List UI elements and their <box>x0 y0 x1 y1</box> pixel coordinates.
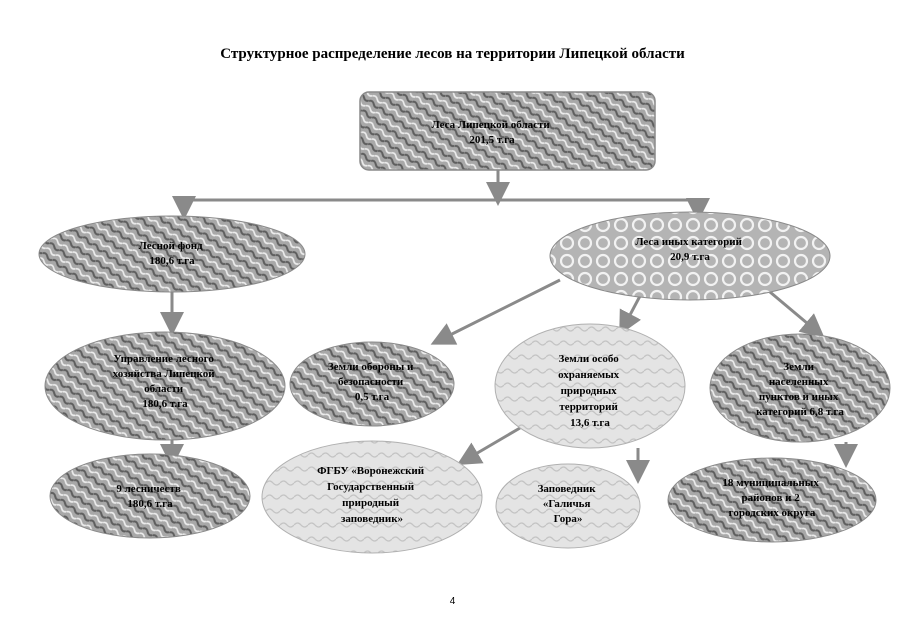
node-municipal-line-1: 18 муниципальных <box>722 477 819 489</box>
node-management <box>44 331 286 441</box>
node-settlements-line-4: категорий 6,8 т.га <box>756 406 844 418</box>
node-voronezh-reserve-line-2: Государственный <box>327 481 415 493</box>
node-forest-fund-label: Лесной фонд 180,6 т.га <box>139 240 206 267</box>
node-root-line-1: Леса Липецкой области <box>431 119 550 131</box>
node-defense <box>289 341 455 427</box>
node-management-label: Управление лесного хозяйства Липецкой об… <box>113 353 218 410</box>
page-title: Структурное распределение лесов на терри… <box>220 46 685 62</box>
connector-other-to-defense <box>430 278 561 345</box>
node-galichya-gora-line-1: Заповедник <box>538 483 597 495</box>
node-forestries <box>49 453 251 539</box>
node-settlements-line-3: пунктов и иных <box>759 391 839 403</box>
node-protected-label: Земли особо охраняемых природных террито… <box>558 353 622 429</box>
connector-other-to-protected <box>619 295 642 336</box>
node-forestries-line-1: 9 лесничеств <box>116 483 181 495</box>
node-municipal-label: 18 муниципальных районов и 2 городских о… <box>722 477 821 519</box>
node-settlements-label: Земли населенных пунктов и иных категори… <box>756 361 844 418</box>
node-root-label: Леса Липецкой области 201,5 т.га <box>431 119 552 146</box>
node-settlements-line-2: населенных <box>769 376 829 388</box>
node-protected-line-2: охраняемых <box>558 369 620 381</box>
node-defense-line-1: Земли обороны и <box>328 361 414 373</box>
node-protected-line-5: 13,6 т.га <box>570 417 610 429</box>
node-galichya-gora-line-3: Гора» <box>554 513 583 525</box>
node-protected-line-1: Земли особо <box>559 353 620 365</box>
node-defense-line-2: безопасности <box>338 376 404 388</box>
node-protected-line-3: природных <box>561 385 618 397</box>
node-forestries-line-2: 180,6 т.га <box>127 498 173 510</box>
node-management-line-2: хозяйства Липецкой <box>113 368 216 380</box>
node-voronezh-reserve-label: ФГБУ «Воронежский Государственный природ… <box>317 465 427 525</box>
node-galichya-gora-line-2: «Галичья <box>543 498 591 510</box>
node-voronezh-reserve-line-4: заповедник» <box>341 513 403 525</box>
node-protected-line-4: территорий <box>559 401 618 413</box>
node-defense-line-3: 0,5 т.га <box>355 391 390 403</box>
node-municipal <box>667 457 877 543</box>
node-other-categories-line-1: Леса иных категорий <box>635 236 742 248</box>
page-number: 4 <box>449 596 456 607</box>
node-voronezh-reserve <box>261 440 483 554</box>
node-root-box <box>359 91 656 171</box>
node-forest-fund <box>38 215 306 293</box>
connector-protected-to-voronezh <box>456 426 521 466</box>
node-galichya-gora-label: Заповедник «Галичья Гора» <box>538 483 599 525</box>
node-forest-fund-line-2: 180,6 т.га <box>149 255 195 267</box>
node-defense-label: Земли обороны и безопасности 0,5 т.га <box>328 361 416 403</box>
node-galichya-gora <box>495 463 641 549</box>
connector-other-to-settlements <box>769 290 825 338</box>
node-protected <box>494 323 686 449</box>
node-management-line-4: 180,6 т.га <box>142 398 188 410</box>
node-other-categories-line-2: 20,9 т.га <box>670 251 710 263</box>
node-voronezh-reserve-line-3: природный <box>342 497 400 509</box>
node-management-line-1: Управление лесного <box>113 353 214 365</box>
node-forest-fund-line-1: Лесной фонд <box>139 240 203 252</box>
node-municipal-line-3: городских округа <box>729 507 816 519</box>
node-other-categories <box>549 211 831 301</box>
node-municipal-line-2: районов и 2 <box>741 492 800 504</box>
node-voronezh-reserve-line-1: ФГБУ «Воронежский <box>317 465 425 477</box>
node-settlements <box>709 333 891 443</box>
node-forestries-label: 9 лесничеств 180,6 т.га <box>116 483 183 510</box>
node-settlements-line-1: Земли <box>783 361 814 373</box>
node-other-categories-label: Леса иных категорий 20,9 т.га <box>635 236 744 263</box>
node-root-line-2: 201,5 т.га <box>469 134 515 146</box>
connectors <box>160 170 858 484</box>
node-management-line-3: области <box>144 383 184 395</box>
